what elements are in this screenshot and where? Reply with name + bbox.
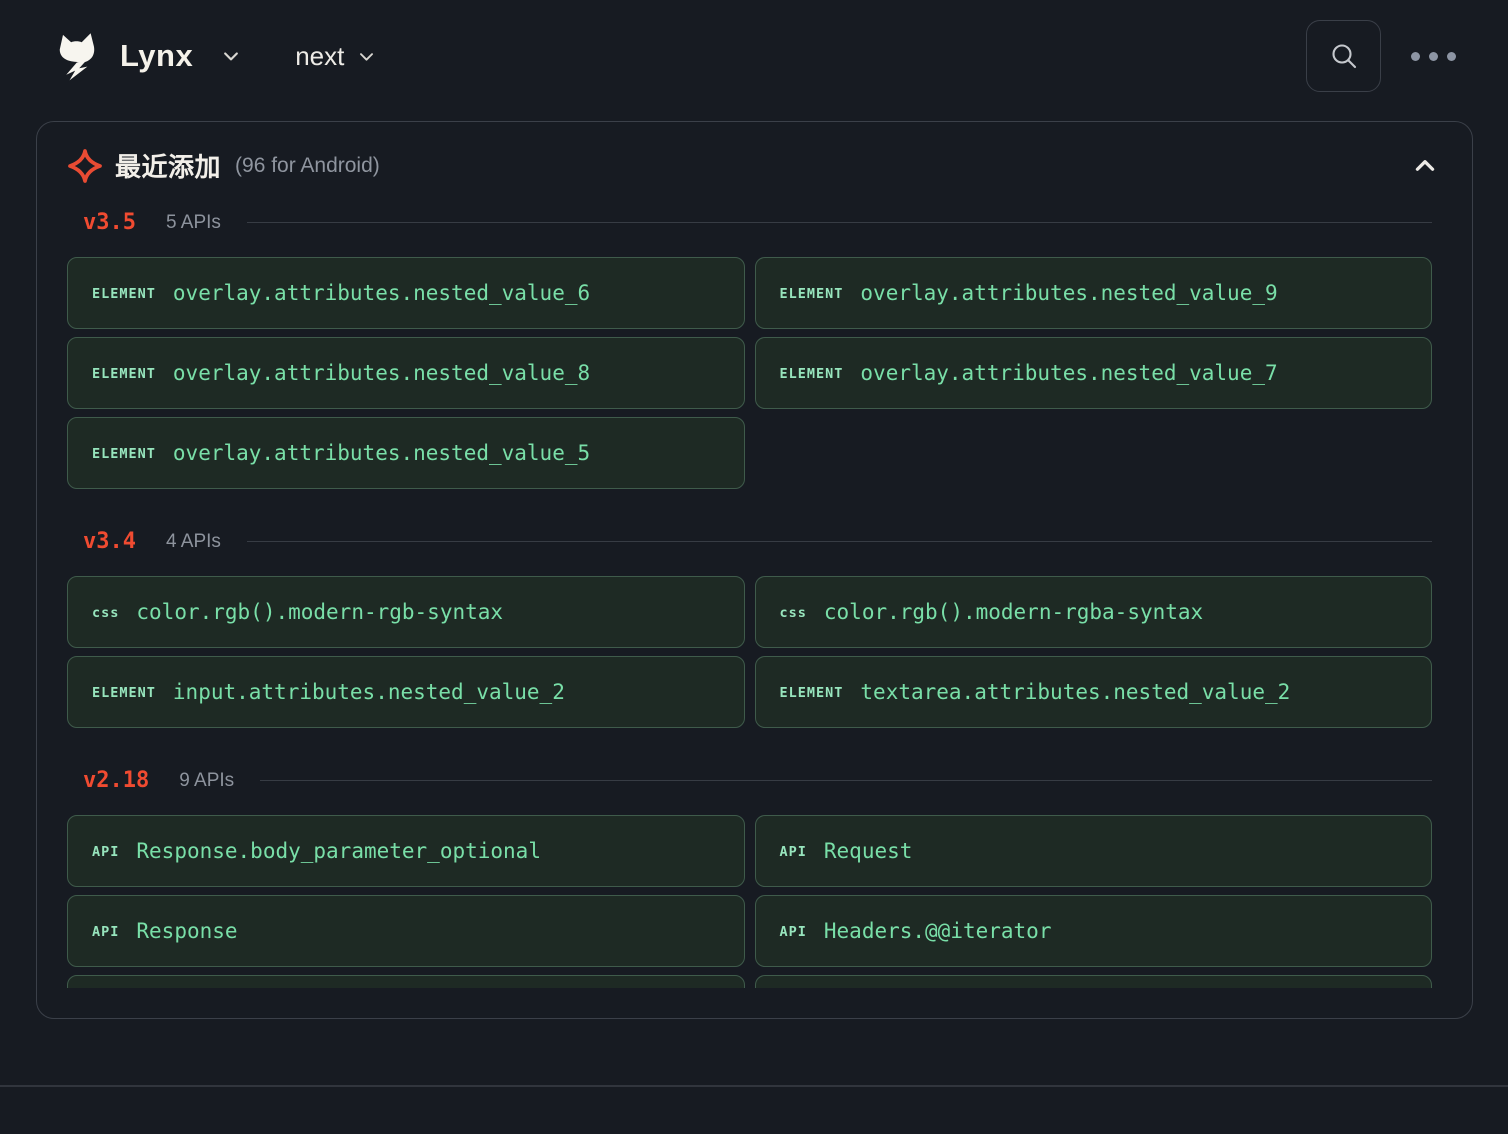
panel-header: 最近添加 (96 for Android) (37, 122, 1472, 184)
api-card-grid: css color.rgb().modern-rgb-syntax css co… (67, 576, 1432, 728)
api-card[interactable]: ELEMENT overlay.attributes.nested_value_… (67, 337, 745, 409)
api-name: Response.body_parameter_optional (136, 839, 541, 863)
chevron-down-icon (360, 52, 374, 61)
version-label: v3.5 (83, 210, 136, 235)
api-tag: css (92, 605, 120, 621)
api-count: 9 APIs (179, 769, 235, 791)
chevron-down-icon (221, 46, 241, 66)
version-picker[interactable]: next (289, 40, 382, 73)
panel-content: 最近添加 (96 for Android) v3.5 5 APIs ELEMEN… (37, 122, 1472, 988)
api-name: color.rgb().modern-rgba-syntax (823, 600, 1204, 624)
version-section-v3-4: v3.4 4 APIs css color.rgb().modern-rgb-s… (37, 529, 1472, 728)
api-count: 5 APIs (165, 211, 221, 233)
api-card[interactable]: css color.rgb().modern-rgb-syntax (67, 576, 745, 648)
api-card[interactable]: css color.rgb().modern-rgba-syntax (754, 576, 1432, 648)
version-section-v2-18: v2.18 9 APIs API Response.body_parameter… (37, 768, 1472, 988)
panel-title: 最近添加 (115, 152, 222, 182)
collapse-button[interactable] (1408, 149, 1442, 183)
api-card[interactable]: API Response (67, 895, 745, 967)
api-name: Response (136, 919, 238, 943)
api-name: overlay.attributes.nested_value_5 (172, 441, 591, 465)
sparkle-icon (67, 148, 103, 184)
api-name: overlay.attributes.nested_value_9 (860, 281, 1278, 305)
api-tag: ELEMENT (92, 286, 156, 302)
api-name: color.rgb().modern-rgb-syntax (136, 600, 504, 624)
api-name: overlay.attributes.nested_value_6 (172, 281, 591, 305)
version-picker-label: next (295, 40, 345, 71)
panel-subtitle: (96 for Android) (235, 153, 380, 177)
recently-added-panel: 最近添加 (96 for Android) v3.5 5 APIs ELEMEN… (36, 121, 1473, 1019)
api-tag: ELEMENT (92, 685, 156, 701)
api-card[interactable]: ELEMENT overlay.attributes.nested_value_… (754, 257, 1432, 329)
brand[interactable]: Lynx (50, 29, 241, 83)
api-card[interactable]: ELEMENT input.attributes.nested_value_2 (67, 656, 745, 728)
api-name: overlay.attributes.nested_value_7 (860, 361, 1278, 385)
api-card[interactable]: API Headers.@@iterator (754, 895, 1432, 967)
version-section-v3-5: v3.5 5 APIs ELEMENT overlay.attributes.n… (37, 210, 1472, 489)
api-card-grid: ELEMENT overlay.attributes.nested_value_… (67, 257, 1432, 489)
api-tag: API (92, 924, 120, 940)
version-label: v2.18 (83, 768, 150, 793)
api-card[interactable]: ELEMENT textarea.attributes.nested_value… (754, 656, 1432, 728)
brand-name: Lynx (120, 38, 194, 73)
divider (246, 222, 1432, 223)
divider (260, 780, 1432, 781)
api-card[interactable]: ELEMENT overlay.attributes.nested_value_… (67, 257, 745, 329)
api-name: Headers.@@iterator (823, 919, 1052, 943)
lynx-logo-icon (50, 29, 102, 83)
api-tag: ELEMENT (779, 685, 844, 701)
api-card-clipped[interactable] (67, 975, 745, 988)
api-tag: API (92, 844, 120, 860)
chevron-up-icon (1415, 159, 1435, 171)
app-header: Lynx next (0, 0, 1508, 112)
api-tag: API (779, 924, 807, 940)
api-tag: API (779, 844, 807, 860)
api-name: input.attributes.nested_value_2 (172, 680, 565, 704)
ellipsis-icon (1411, 51, 1420, 61)
api-name: Request (823, 839, 913, 863)
api-card[interactable]: ELEMENT overlay.attributes.nested_value_… (67, 417, 745, 489)
more-menu-button[interactable] (1407, 42, 1460, 71)
api-name: textarea.attributes.nested_value_2 (860, 680, 1291, 704)
version-label: v3.4 (83, 529, 136, 554)
api-card[interactable]: ELEMENT overlay.attributes.nested_value_… (754, 337, 1432, 409)
api-card-grid: API Response.body_parameter_optional API… (67, 815, 1432, 988)
header-actions (1306, 20, 1460, 92)
divider (246, 541, 1432, 542)
api-count: 4 APIs (165, 530, 221, 552)
api-tag: ELEMENT (92, 446, 156, 462)
api-card[interactable]: API Response.body_parameter_optional (67, 815, 745, 887)
api-card[interactable]: API Request (754, 815, 1432, 887)
version-header: v3.5 5 APIs (67, 210, 1432, 235)
api-tag: ELEMENT (779, 286, 844, 302)
version-header: v2.18 9 APIs (67, 768, 1432, 793)
api-tag: ELEMENT (779, 366, 844, 382)
version-header: v3.4 4 APIs (67, 529, 1432, 554)
api-tag: ELEMENT (92, 366, 156, 382)
search-button[interactable] (1306, 20, 1381, 92)
footer-divider (0, 1085, 1508, 1087)
api-name: overlay.attributes.nested_value_8 (172, 361, 591, 385)
api-card-clipped[interactable] (754, 975, 1432, 988)
search-icon (1331, 44, 1356, 69)
api-tag: css (779, 605, 807, 621)
